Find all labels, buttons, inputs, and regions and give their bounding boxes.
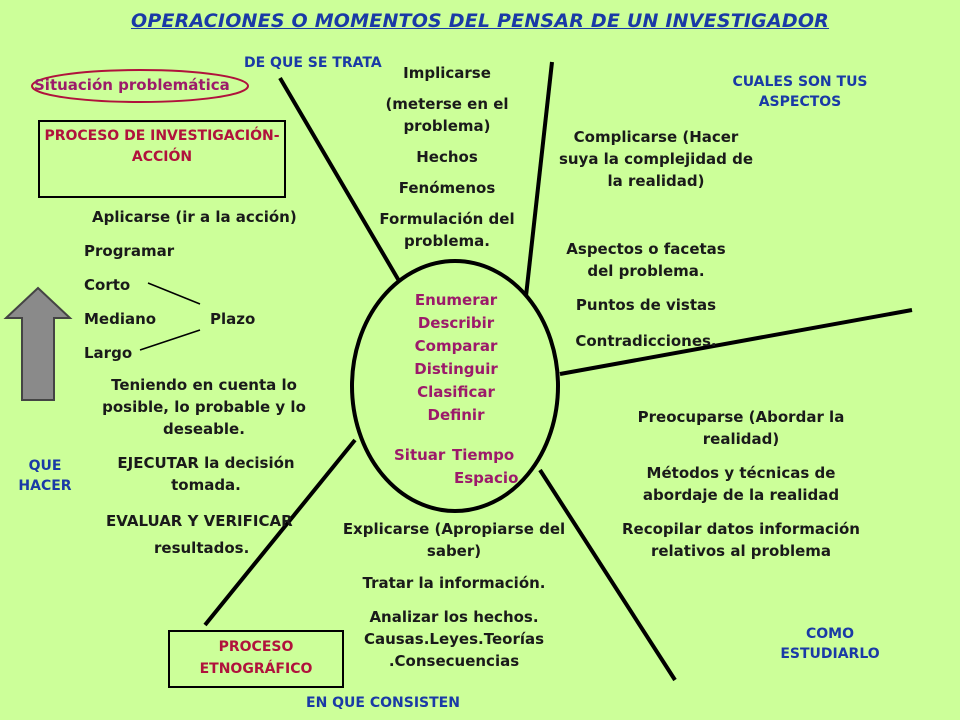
enumerar: Enumerar (414, 291, 498, 309)
top-center-group: Implicarse (meterse en el problema) Hech… (372, 62, 522, 252)
line-bottom-right (538, 468, 677, 682)
aspectos-facetas: Aspectos o facetas del problema. (566, 240, 726, 280)
ejecutar: EJECUTAR la decisión tomada. (117, 454, 295, 494)
complicarse: Complicarse (Hacer suya la complejidad d… (558, 128, 754, 190)
describir: Describir (417, 314, 495, 332)
box-etnografico-text: PROCESO ETNOGRÁFICO (199, 639, 313, 677)
line-bottom-left (203, 438, 357, 627)
situacion-problematica: Situación problemática (34, 76, 230, 94)
teniendo-en-cuenta: Teniendo en cuenta lo posible, lo probab… (102, 376, 306, 438)
comparar: Comparar (414, 337, 498, 355)
tratar-informacion: Tratar la información. (362, 574, 546, 592)
up-arrow-icon (3, 286, 73, 401)
meterse: (meterse en el problema) (385, 95, 509, 135)
analizar-hechos: Analizar los hechos. Causas.Leyes.Teoría… (363, 608, 545, 670)
label-como-estudiarlo: COMO ESTUDIARLO (780, 626, 880, 662)
distinguir: Distinguir (414, 360, 498, 378)
implicarse: Implicarse (403, 64, 491, 82)
evaluar: EVALUAR Y VERIFICAR (106, 512, 293, 530)
line-top-left (278, 76, 404, 288)
hechos: Hechos (416, 148, 478, 166)
center-text: Enumerar Describir Comparar Distinguir C… (386, 289, 526, 427)
situar: Situar (394, 446, 446, 464)
label-que-hacer: QUE HACER (18, 458, 72, 494)
box-etnografico: PROCESO ETNOGRÁFICO (168, 630, 344, 688)
aplicarse: Aplicarse (ir a la acción) (92, 208, 297, 226)
espacio: Espacio (454, 469, 519, 487)
puntos-de-vistas: Puntos de vistas (575, 296, 717, 314)
box-investigacion-accion: PROCESO DE INVESTIGACIÓN-ACCIÓN (38, 120, 286, 198)
arrow-largo-plazo (139, 329, 201, 351)
mediano: Mediano (84, 310, 157, 328)
page-title: OPERACIONES O MOMENTOS DEL PENSAR DE UN … (130, 10, 830, 32)
metodos-tecnicas: Métodos y técnicas de abordaje de la rea… (642, 464, 840, 504)
line-right (559, 308, 913, 376)
definir: Definir (427, 406, 485, 424)
situacion-ellipse (31, 69, 249, 103)
box-investigacion-accion-text: PROCESO DE INVESTIGACIÓN-ACCIÓN (44, 128, 280, 165)
contradicciones: Contradicciones. (575, 332, 717, 350)
programar: Programar (84, 242, 175, 260)
recopilar-datos: Recopilar datos información relativos al… (622, 520, 860, 560)
resultados: resultados. (154, 539, 250, 557)
preocuparse: Preocuparse (Abordar la realidad) (637, 408, 845, 448)
plazo: Plazo (210, 310, 256, 328)
label-en-que-consisten: EN QUE CONSISTEN (306, 695, 460, 711)
tiempo: Tiempo (452, 446, 515, 464)
explicarse: Explicarse (Apropiarse del saber) (342, 520, 566, 560)
arrow-corto-plazo (147, 282, 201, 305)
label-de-que-se-trata: DE QUE SE TRATA (244, 55, 382, 71)
label-cuales-son-tus-aspectos: CUALES SON TUS ASPECTOS (732, 74, 868, 110)
clasificar: Clasificar (417, 383, 495, 401)
formulacion: Formulación del problema. (379, 210, 515, 250)
center-ellipse (350, 259, 560, 513)
corto: Corto (84, 276, 131, 294)
largo: Largo (84, 344, 133, 362)
line-top-right (524, 61, 554, 297)
fenomenos: Fenómenos (398, 179, 496, 197)
